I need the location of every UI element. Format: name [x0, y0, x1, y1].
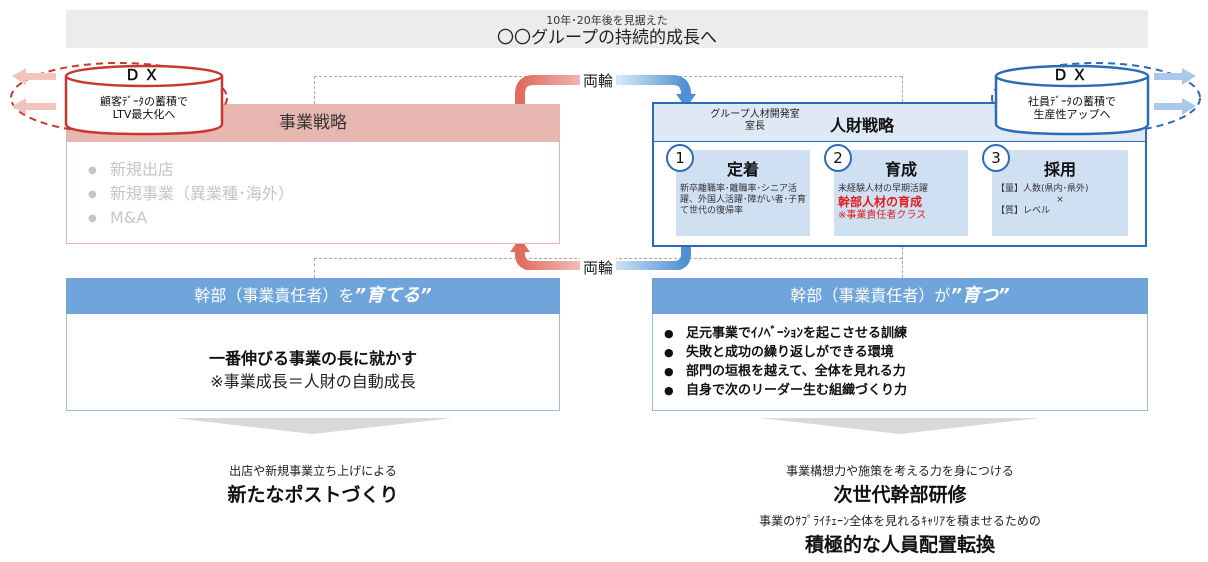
- lower-right-header-emphasis: ”育つ”: [950, 285, 1010, 306]
- bottom-right-small-1: 事業構想力や施策を考える力を身につける: [786, 464, 1014, 478]
- card-text: 新卒離職率･離職率･シニア活躍、外国人活躍･障がい者･子育て世代の復帰率: [680, 184, 807, 216]
- ryorin-bottom-label: 両輪: [580, 257, 617, 278]
- card-red-text: 幹部人材の育成: [838, 195, 923, 209]
- connector-bottom-left: [314, 258, 315, 278]
- hr-dept-label: グループ人材開発室 室長: [710, 109, 800, 132]
- hr-strategy-title: 人財戦略: [830, 116, 895, 135]
- bottom-left-small: 出店や新規事業立ち上げによる: [229, 464, 397, 478]
- card-title: 定着: [726, 160, 759, 179]
- right-dx-graphic: [991, 62, 1201, 136]
- left-dx-graphic: [10, 62, 228, 136]
- connector-top-right: [902, 76, 903, 102]
- bottom-right-big-2: 積極的な人員配置転換: [804, 534, 995, 556]
- lower-right-header: 幹部（事業責任者）が”育つ”: [652, 278, 1148, 314]
- card-text-block: 未経験人材の早期活躍 幹部人材の育成 ※事業責任者クラス: [838, 184, 964, 222]
- card-title: 育成: [884, 160, 917, 179]
- lower-left-header-emphasis: ”育てる”: [354, 285, 432, 306]
- right-dx-text: 社員ﾃﾞｰﾀの蓄積で 生産性アップへ: [1028, 95, 1116, 121]
- left-dx-text: 顧客ﾃﾞｰﾀの蓄積で LTV最大化へ: [100, 95, 188, 121]
- left-dx-label: ＤＸ: [124, 66, 163, 84]
- card-number: 2: [824, 144, 852, 172]
- card-number: 1: [666, 144, 694, 172]
- bottom-right-big-1: 次世代幹部研修: [833, 484, 967, 506]
- hr-card-recruitment: 3 採用 【量】人数(県内･県外) × 【質】レベル: [982, 144, 1128, 236]
- card-text: 未経験人材の早期活躍: [838, 184, 929, 194]
- connector-bottom-right: [902, 247, 903, 278]
- bottom-left-big: 新たなポストづくり: [227, 484, 399, 506]
- connector-top-left: [314, 76, 315, 104]
- card-red-note: ※事業責任者クラス: [838, 210, 927, 221]
- lower-left-note: ※事業成長＝人財の自動成長: [210, 372, 416, 391]
- ryorin-top-label: 両輪: [580, 70, 617, 91]
- lower-right-header-text: 幹部（事業責任者）が: [790, 286, 951, 305]
- banner-subtitle: 10年･20年後を見据えた: [546, 14, 668, 27]
- banner-title: 〇〇グループの持続的成長へ: [497, 28, 717, 48]
- lower-right-list: 足元事業でｲﾉﾍﾞｰｼｮﾝを起こさせる訓練 失敗と成功の繰り返しができる環境 部…: [664, 324, 907, 400]
- list-item: 部門の垣根を越えて、全体を見れる力: [664, 362, 907, 381]
- lower-left-header-text: 幹部（事業責任者）を: [194, 286, 355, 305]
- hr-card-retention: 1 定着 新卒離職率･離職率･シニア活躍、外国人活躍･障がい者･子育て世代の復帰…: [666, 144, 810, 236]
- down-arrow-right: [760, 418, 1040, 434]
- top-banner: 10年･20年後を見据えた 〇〇グループの持続的成長へ: [66, 10, 1148, 48]
- list-item: M&A: [88, 206, 294, 230]
- list-item: 足元事業でｲﾉﾍﾞｰｼｮﾝを起こさせる訓練: [664, 324, 907, 343]
- card-text-block: 【量】人数(県内･県外) × 【質】レベル: [996, 184, 1124, 217]
- ryorin-bottom-arrowhead: [510, 238, 530, 252]
- ryorin-top-arrowhead: [676, 94, 696, 108]
- lower-left-main: 一番伸びる事業の長に就かす: [208, 349, 417, 368]
- down-arrow-left: [173, 418, 453, 434]
- card-text: 【量】人数(県内･県外): [996, 184, 1089, 194]
- card-title: 採用: [1043, 160, 1076, 179]
- list-item: 失敗と成功の繰り返しができる環境: [664, 343, 907, 362]
- hr-card-development: 2 育成 未経験人材の早期活躍 幹部人材の育成 ※事業責任者クラス: [824, 144, 968, 236]
- bottom-right-small-2: 事業のｻﾌﾟﾗｲﾁｪｰﾝ全体を見れるｷｬﾘｱを積ませるための: [759, 514, 1041, 528]
- list-item: 新規出店: [88, 158, 294, 182]
- card-text: 【質】レベル: [996, 206, 1051, 216]
- right-dx-label: ＤＸ: [1052, 66, 1091, 84]
- card-number: 3: [982, 144, 1010, 172]
- lower-left-header: 幹部（事業責任者）を”育てる”: [66, 278, 560, 314]
- list-item: 自身で次のリーダー生む組織づくり力: [664, 381, 907, 400]
- card-text: ×: [1056, 195, 1064, 205]
- business-strategy-list: 新規出店 新規事業（異業種･海外） M&A: [88, 158, 294, 230]
- list-item: 新規事業（異業種･海外）: [88, 182, 294, 206]
